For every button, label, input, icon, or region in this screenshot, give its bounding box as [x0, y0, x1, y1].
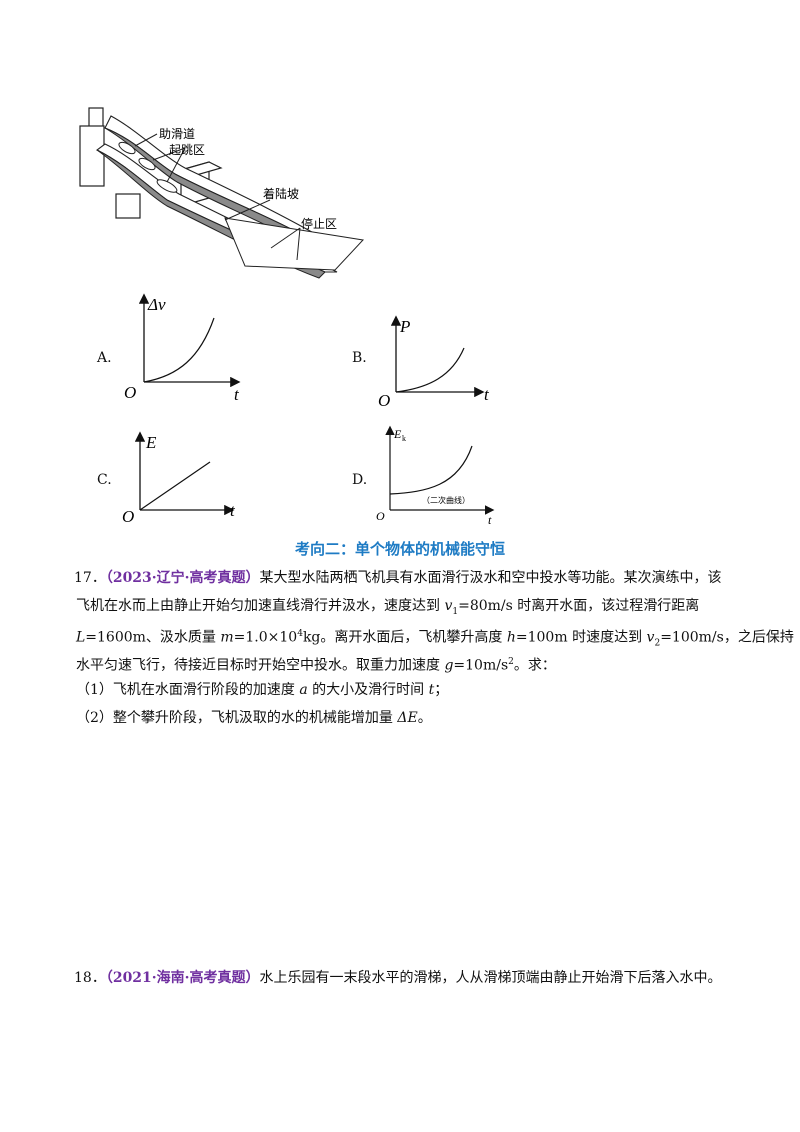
option-c-letter: C. [97, 472, 112, 488]
label-runway: 助滑道 [159, 127, 195, 141]
option-a-letter: A. [97, 350, 112, 366]
option-b-graph: P O t [378, 315, 490, 410]
option-d-letter: D. [352, 472, 368, 488]
section-title: 考向二：单个物体的机械能守恒 [294, 540, 505, 558]
option-d-note: （二次曲线） [422, 495, 470, 505]
option-c-ylabel: E [145, 433, 157, 452]
option-b-xlabel: t [484, 385, 490, 404]
q17-tag: （2023·辽宁·高考真题） [105, 570, 260, 586]
q18-line-1: 18．（2021·海南·高考真题）水上乐园有一末段水平的滑梯，人从滑梯顶端由静止… [74, 968, 722, 988]
label-takeoff: 起跳区 [169, 143, 205, 157]
option-a-origin: O [124, 383, 136, 402]
q18-tag: （2021·海南·高考真题） [105, 970, 260, 986]
q17-line-1: 17．（2023·辽宁·高考真题）某大型水陆两栖飞机具有水面滑行汲水和空中投水等… [74, 568, 722, 588]
option-b-ylabel: P [399, 317, 410, 336]
option-c-xlabel: t [230, 501, 236, 520]
option-b-letter: B. [352, 350, 367, 366]
q18-text: 水上乐园有一末段水平的滑梯，人从滑梯顶端由静止开始滑下后落入水中。 [259, 970, 722, 986]
q17-line-2: 飞机在水而上由静止开始匀加速直线滑行并汲水，速度达到 v1=80m/s 时离开水… [76, 598, 700, 617]
option-c-origin: O [122, 507, 134, 526]
q18-number: 18． [74, 970, 106, 986]
option-d-ylabel: E [393, 427, 402, 441]
q17-part-1: （1）飞机在水面滑行阶段的加速度 a 的大小及滑行时间 t； [76, 682, 449, 698]
q17-text: 某大型水陆两栖飞机具有水面滑行汲水和空中投水等功能。某次演练中，该 [259, 570, 722, 586]
option-d-origin: O [376, 509, 385, 523]
option-d-graph: E k O t （二次曲线） [376, 425, 495, 527]
q17-line-4: 水平匀速飞行，待接近目标时开始空中投水。取重力加速度 g=10m/s2。求： [76, 657, 556, 674]
label-landing: 着陆坡 [263, 186, 299, 201]
q17-number: 17． [74, 570, 106, 586]
ski-jump-figure: 助滑道 起跳区 着陆坡 停止区 [79, 107, 365, 279]
option-c-graph: E O t [122, 431, 236, 526]
q17-line-3: L=1600m、汲水质量 m=1.0×104kg。离开水面后，飞机攀升高度 h=… [76, 629, 794, 649]
option-d-xlabel: t [488, 513, 492, 527]
option-a-xlabel: t [234, 385, 240, 402]
option-d-ylabel-sub: k [402, 434, 406, 443]
option-a-ylabel: Δv [147, 295, 166, 314]
option-b-origin: O [378, 391, 390, 410]
option-a-graph: Δv O t [124, 293, 241, 402]
q17-part-2: （2）整个攀升阶段，飞机汲取的水的机械能增加量 ΔE。 [76, 710, 432, 726]
label-stop: 停止区 [301, 216, 337, 231]
